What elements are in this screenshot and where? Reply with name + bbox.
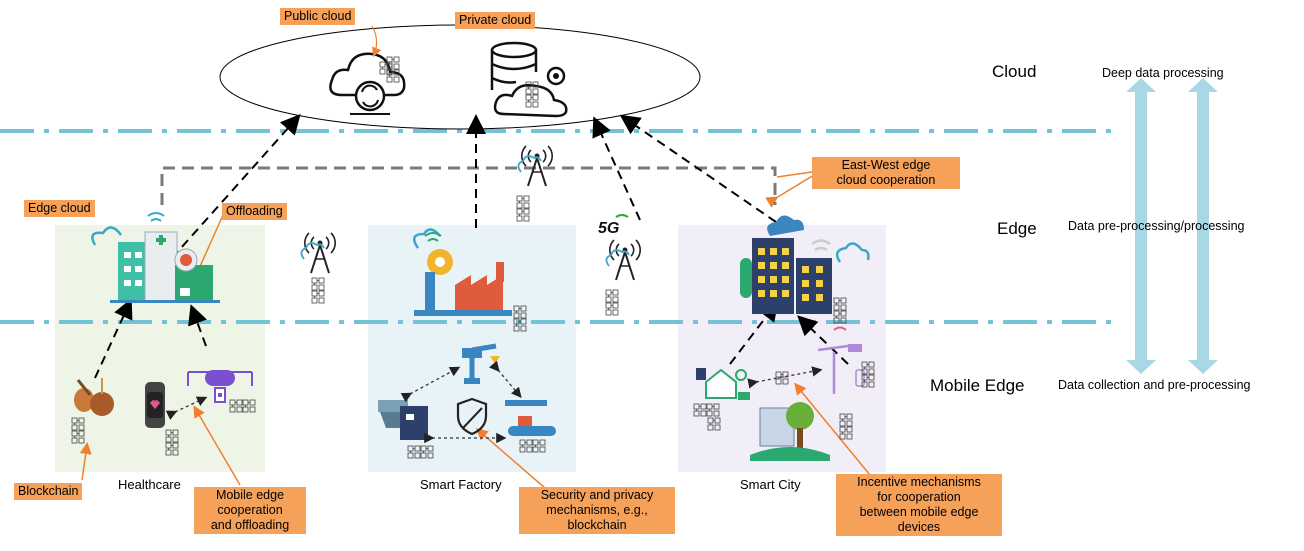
cell-tower-icon bbox=[517, 145, 554, 187]
cell-tower-icon bbox=[605, 239, 642, 281]
security-line-1: Security and privacy bbox=[540, 488, 654, 502]
chain-icon bbox=[605, 289, 619, 303]
conveyor-icon bbox=[505, 400, 556, 436]
incentive-line-3: between mobile edge bbox=[859, 505, 979, 519]
stage-pre-label: Data pre-processing/processing bbox=[1068, 219, 1245, 233]
smart-city-label: Smart City bbox=[740, 477, 801, 492]
security-line-3: blockchain bbox=[567, 518, 627, 532]
chain-icon bbox=[311, 290, 325, 304]
incentive-line-1: Incentive mechanisms bbox=[857, 475, 981, 489]
layer-mobile-edge-label: Mobile Edge bbox=[930, 376, 1025, 395]
cell-tower-icon bbox=[300, 232, 337, 274]
robot-arm-icon bbox=[462, 343, 500, 384]
security-callout: Security and privacy mechanisms, e.g., b… bbox=[519, 487, 675, 534]
mobile-edge-callout: Mobile edge cooperation and offloading bbox=[194, 487, 306, 534]
incentive-line-4: devices bbox=[897, 520, 941, 534]
mobile-edge-line-2: cooperation bbox=[217, 503, 283, 517]
city-building-icon bbox=[740, 215, 870, 314]
city-park-icon bbox=[750, 402, 830, 461]
chain-icon bbox=[311, 277, 325, 291]
edge-cloud-callout: Edge cloud bbox=[24, 200, 95, 217]
badge-5g: 5G bbox=[598, 220, 619, 237]
machine-icon bbox=[378, 400, 428, 440]
factory-icon bbox=[412, 228, 512, 316]
smartwatch-icon bbox=[145, 382, 165, 428]
smart-home-icon bbox=[696, 368, 750, 400]
security-line-2: mechanisms, e.g., bbox=[546, 503, 648, 517]
chain-icon bbox=[605, 302, 619, 316]
incentive-callout: Incentive mechanisms for cooperation bet… bbox=[836, 474, 1002, 536]
healthcare-label: Healthcare bbox=[118, 477, 181, 492]
stage-collection-label: Data collection and pre-processing bbox=[1058, 378, 1251, 392]
food-icon bbox=[74, 378, 114, 416]
smart-factory-label: Smart Factory bbox=[420, 477, 502, 492]
data-processing-arrows bbox=[1126, 78, 1218, 374]
incentive-line-2: for cooperation bbox=[877, 490, 961, 504]
offloading-callout: Offloading bbox=[222, 203, 287, 220]
drone-icon bbox=[187, 370, 253, 403]
private-cloud-callout: Private cloud bbox=[455, 12, 536, 29]
chain-icon bbox=[516, 195, 530, 209]
layer-cloud-label: Cloud bbox=[992, 62, 1037, 81]
east-west-callout: East-West edge cloud cooperation bbox=[812, 157, 960, 189]
stage-deep-label: Deep data processing bbox=[1102, 66, 1224, 80]
hospital-icon bbox=[91, 212, 220, 303]
layer-edge-label: Edge bbox=[997, 219, 1037, 238]
blockchain-callout: Blockchain bbox=[14, 483, 83, 500]
data-flow-arrows bbox=[94, 114, 849, 379]
east-west-link bbox=[160, 166, 777, 205]
east-west-line-1: East-West edge bbox=[841, 158, 931, 172]
street-light-icon bbox=[817, 326, 865, 394]
cloud-ellipse bbox=[219, 24, 701, 130]
mobile-edge-line-1: Mobile edge bbox=[215, 488, 285, 502]
chain-icon bbox=[516, 208, 530, 222]
mobile-edge-line-3: and offloading bbox=[210, 518, 290, 532]
public-cloud-callout: Public cloud bbox=[280, 8, 356, 25]
east-west-line-2: cloud cooperation bbox=[836, 173, 936, 187]
private-cloud-icon bbox=[490, 41, 568, 118]
